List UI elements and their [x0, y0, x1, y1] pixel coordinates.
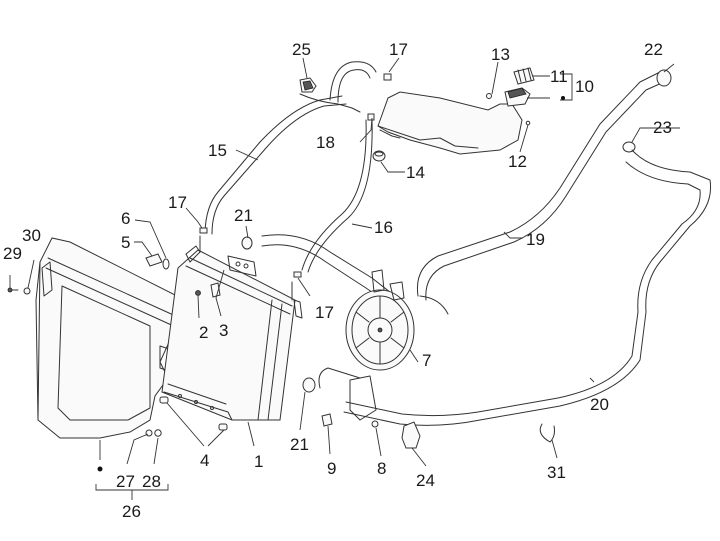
screw-29: [7, 287, 19, 293]
callout-21-top: 21: [234, 206, 253, 225]
callout-17-left: 17: [168, 193, 187, 212]
callout-27: 27: [116, 472, 135, 491]
screw-13-part: [486, 93, 492, 99]
bleed-valve: [299, 77, 317, 93]
callout-1: 1: [254, 452, 263, 471]
callout-22: 22: [644, 40, 663, 59]
rubber-mounts: [159, 396, 228, 431]
callout-11: 11: [550, 67, 568, 86]
screw-12-part: [525, 120, 531, 126]
callout-16: 16: [374, 218, 393, 237]
callout-17-top: 17: [389, 40, 408, 59]
callout-23: 23: [653, 118, 672, 137]
radiator-cover: [35, 237, 191, 439]
nut-28: [154, 429, 162, 437]
callout-25: 25: [292, 40, 311, 59]
hose-19: [416, 71, 665, 315]
thermal-switch: [145, 253, 170, 270]
callout-20: 20: [590, 395, 609, 414]
washer-27: [145, 429, 153, 437]
hose-20: [318, 149, 712, 426]
clamp-21b: [302, 377, 316, 393]
assembly-dot-10: [561, 96, 565, 100]
electric-fan: [345, 269, 415, 421]
hose-16: [301, 119, 373, 273]
grommet: [372, 150, 386, 162]
washer-30: [23, 287, 31, 295]
callout-15: 15: [208, 141, 227, 160]
clamp-23: [622, 141, 636, 153]
callout-9: 9: [327, 459, 336, 478]
callout-28: 28: [142, 472, 161, 491]
callout-5: 5: [121, 233, 130, 252]
callout-8: 8: [377, 459, 386, 478]
callout-10: 10: [575, 77, 594, 96]
callout-4: 4: [200, 451, 209, 470]
callout-24: 24: [416, 471, 435, 490]
hose-upper-loop: [329, 61, 377, 103]
callout-3: 3: [219, 321, 228, 340]
bracket-24: [401, 421, 421, 449]
leader-lines: [9, 57, 680, 500]
callout-19: 19: [526, 230, 545, 249]
callout-7: 7: [422, 351, 431, 370]
callout-26: 26: [122, 502, 141, 521]
clip-9: [321, 413, 333, 427]
cap: [513, 67, 535, 85]
callout-12: 12: [508, 152, 527, 171]
callout-14: 14: [406, 163, 425, 182]
callout-6: 6: [121, 209, 130, 228]
clamp-22: [656, 69, 672, 87]
callout-30: 30: [22, 226, 41, 245]
callout-17-right: 17: [315, 303, 334, 322]
callout-2: 2: [199, 323, 208, 342]
assembly-dot-26: [97, 466, 103, 472]
callout-31: 31: [547, 463, 566, 482]
callout-18: 18: [316, 133, 335, 152]
nut-8: [371, 420, 379, 428]
callout-29: 29: [3, 244, 22, 263]
clamp-21a: [241, 236, 253, 250]
screw-2: [195, 290, 201, 296]
radiator: [161, 235, 303, 421]
hose-15: [204, 93, 361, 235]
hose-lower-left: [261, 234, 401, 307]
expansion-tank: [377, 87, 531, 155]
callouts: 25 17 13 11 10 22 23 12 18 14 15 16 19 1…: [3, 40, 672, 521]
clamp-17-parts: [199, 73, 392, 278]
clip-31: [539, 423, 555, 443]
callout-13: 13: [491, 45, 510, 64]
callout-21-bottom: 21: [290, 435, 309, 454]
